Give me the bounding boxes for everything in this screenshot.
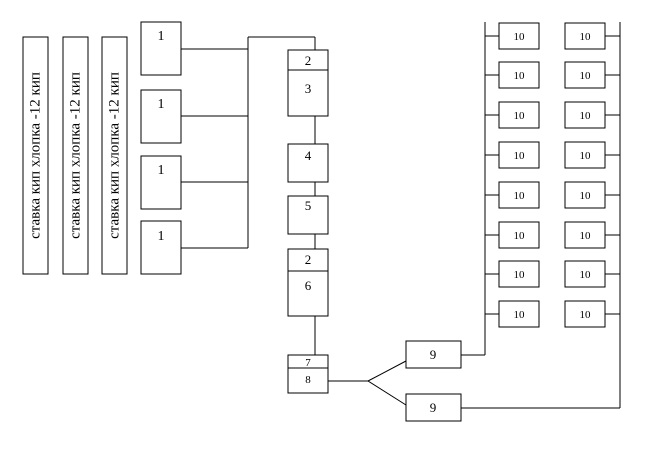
carding-machine-label: 10 — [580, 269, 592, 281]
distributor-upper: 9 — [405, 340, 462, 369]
feeder-connectors — [181, 36, 316, 249]
carding-machine: 10 — [485, 101, 540, 129]
carding-machine-label: 10 — [580, 309, 592, 321]
carding-machine-label: 10 — [580, 230, 592, 242]
carding-machine-box — [498, 141, 540, 169]
card-column-right: 10 10 10 10 10 10 10 10 — [564, 22, 620, 328]
feeder-box-2: 1 — [140, 89, 182, 144]
carding-machine-box — [564, 101, 606, 129]
carding-machine: 10 — [485, 61, 540, 89]
carding-machine-box — [498, 221, 540, 249]
feeder-label: 1 — [158, 163, 165, 178]
split-connector — [328, 360, 407, 406]
carding-machine: 10 — [564, 101, 620, 129]
machine-4: 4 — [287, 143, 329, 183]
carding-machine: 10 — [564, 181, 620, 209]
feeder-box-1: 1 — [140, 21, 182, 76]
carding-machine-box — [498, 22, 540, 50]
carding-machine-label: 10 — [514, 70, 526, 82]
machine-bottom-label: 8 — [305, 374, 311, 386]
carding-machine: 10 — [564, 221, 620, 249]
feeder-box-4: 1 — [140, 220, 182, 275]
machine-5: 5 — [287, 195, 329, 235]
carding-machine-box — [564, 221, 606, 249]
machine-label: 5 — [305, 198, 312, 213]
machine-7-8: 7 8 — [287, 354, 329, 394]
carding-machine-label: 10 — [580, 190, 592, 202]
carding-machine-label: 10 — [580, 150, 592, 162]
carding-machine-label: 10 — [514, 31, 526, 43]
carding-machine: 10 — [485, 300, 540, 328]
feeder-box-3: 1 — [140, 155, 182, 210]
carding-machine-label: 10 — [580, 110, 592, 122]
carding-machine: 10 — [485, 22, 540, 50]
carding-machine-box — [564, 141, 606, 169]
machine-top-label: 7 — [305, 357, 311, 369]
carding-machine: 10 — [485, 260, 540, 288]
feeder-label: 1 — [158, 29, 165, 44]
carding-machine: 10 — [564, 22, 620, 50]
carding-machine-box — [564, 260, 606, 288]
bale-stack-label: ставка кип хлопка -12 кип — [28, 72, 44, 239]
carding-machine-box — [564, 61, 606, 89]
carding-machine-box — [498, 260, 540, 288]
bale-stack-3: ставка кип хлопка -12 кип — [101, 36, 128, 275]
feeder-label: 1 — [158, 97, 165, 112]
carding-machine-label: 10 — [514, 110, 526, 122]
carding-machine-box — [564, 300, 606, 328]
carding-machine-label: 10 — [514, 230, 526, 242]
carding-machine: 10 — [485, 181, 540, 209]
carding-machine: 10 — [564, 300, 620, 328]
carding-machine-box — [498, 101, 540, 129]
carding-machine: 10 — [485, 221, 540, 249]
bale-stack-1: ставка кип хлопка -12 кип — [22, 36, 49, 275]
carding-machine-label: 10 — [514, 190, 526, 202]
machine-2-3: 2 3 — [287, 49, 329, 117]
carding-machine-label: 10 — [514, 309, 526, 321]
distributor-label: 9 — [430, 347, 437, 362]
distributor-lower: 9 — [405, 393, 462, 422]
carding-machine-label: 10 — [514, 150, 526, 162]
card-bus-lines — [461, 22, 621, 409]
carding-machine: 10 — [564, 260, 620, 288]
carding-machine-box — [498, 61, 540, 89]
feeder-label: 1 — [158, 229, 165, 244]
machine-2-6: 2 6 — [287, 248, 329, 317]
carding-machine-label: 10 — [514, 269, 526, 281]
bale-stack-label: ставка кип хлопка -12 кип — [68, 72, 84, 239]
machine-top-label: 2 — [305, 53, 312, 68]
machine-bottom-label: 3 — [305, 81, 312, 96]
distributor-label: 9 — [430, 400, 437, 415]
carding-machine-label: 10 — [580, 31, 592, 43]
carding-machine-box — [498, 300, 540, 328]
carding-machine-label: 10 — [580, 70, 592, 82]
machine-bottom-label: 6 — [305, 278, 312, 293]
carding-machine: 10 — [564, 61, 620, 89]
bale-stack-2: ставка кип хлопка -12 кип — [62, 36, 89, 275]
carding-machine: 10 — [564, 141, 620, 169]
carding-machine-box — [564, 22, 606, 50]
card-column-left: 10 10 10 10 10 10 10 10 — [485, 22, 540, 328]
carding-machine: 10 — [485, 141, 540, 169]
bale-stack-label: ставка кип хлопка -12 кип — [107, 72, 123, 239]
machine-label: 4 — [305, 148, 312, 163]
carding-machine-box — [564, 181, 606, 209]
machine-top-label: 2 — [305, 252, 312, 267]
carding-machine-box — [498, 181, 540, 209]
